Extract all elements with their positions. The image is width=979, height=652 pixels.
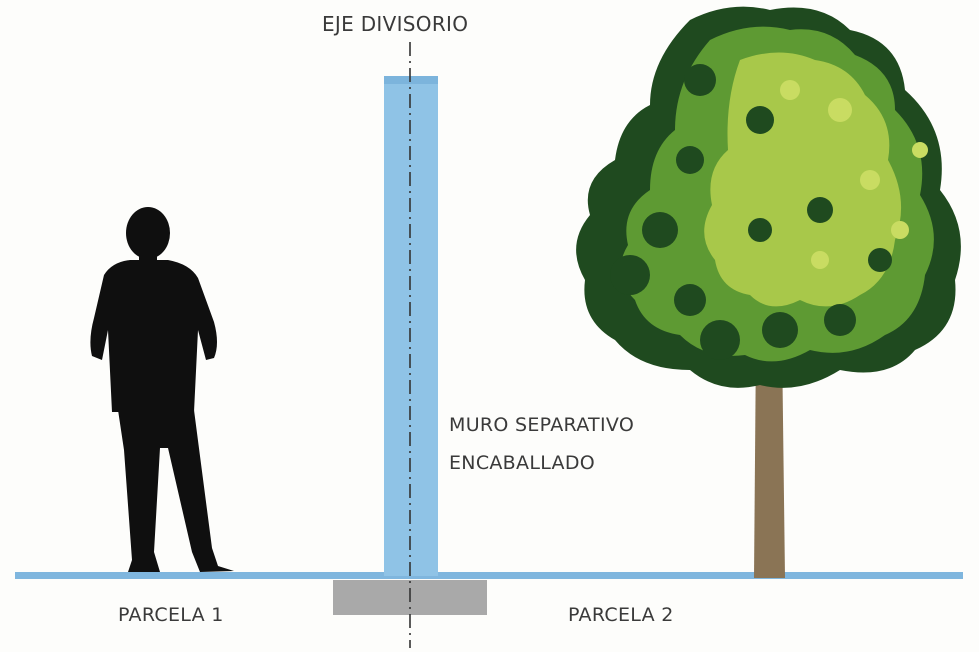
tree-icon bbox=[576, 6, 961, 578]
person-silhouette-icon bbox=[90, 207, 234, 572]
wall-top-shade bbox=[384, 76, 438, 84]
parcel-1-label: PARCELA 1 bbox=[118, 604, 224, 626]
ground-line bbox=[15, 572, 963, 579]
tree-foliage-light-patches bbox=[780, 80, 928, 269]
wall-label-line-1: MURO SEPARATIVO bbox=[449, 414, 635, 436]
separating-wall bbox=[384, 76, 438, 576]
tree-foliage-dark-patches bbox=[610, 64, 892, 360]
axis-title: EJE DIVISORIO bbox=[322, 12, 469, 36]
parcel-2-label: PARCELA 2 bbox=[568, 604, 674, 626]
wall-label-line-2: ENCABALLADO bbox=[449, 452, 596, 474]
tree-trunk bbox=[754, 340, 785, 578]
